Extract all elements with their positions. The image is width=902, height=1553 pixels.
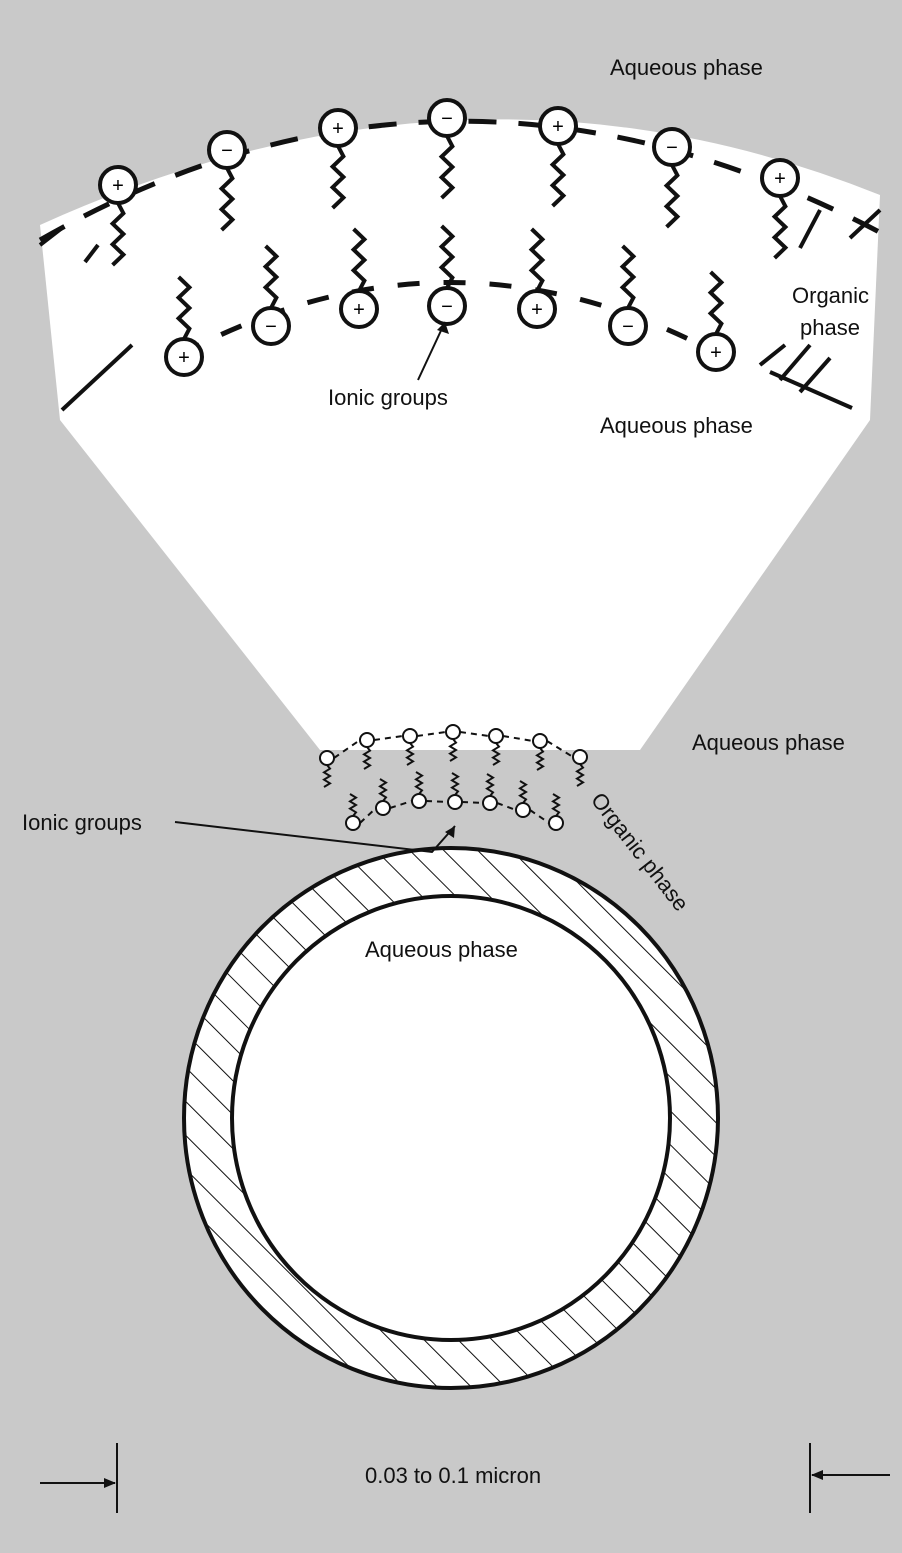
small-inner-lipid-1-tail (350, 794, 356, 816)
small-outer-lipid-6-head (533, 734, 547, 748)
inner-lipid-4-charge: − (441, 296, 453, 318)
small-inner-lipid-5-head (483, 796, 497, 810)
ionic-groups-left-label: Ionic groups (22, 810, 142, 835)
aqueous-center-label: Aqueous phase (365, 937, 518, 962)
small-inner-lipid-7-tail (553, 794, 559, 816)
small-outer-lipid-4-head (446, 725, 460, 739)
outer-lipid-4-charge: − (441, 108, 453, 130)
magnified-panel (40, 119, 880, 750)
aqueous-top-outer-label: Aqueous phase (610, 55, 763, 80)
small-inner-lipid-6-head (516, 803, 530, 817)
small-outer-lipid-7-tail (577, 764, 583, 786)
outer-lipid-5-charge: + (552, 116, 564, 138)
small-outer-lipid-2-tail (364, 747, 370, 769)
small-inner-lipid-4-tail (452, 773, 458, 795)
organic-top-label-1: Organic (792, 283, 869, 308)
small-outer-lipid-3-head (403, 729, 417, 743)
small-inner-link-3 (426, 801, 448, 802)
small-inner-lipid-3-tail (416, 772, 422, 794)
small-inner-link-5 (497, 803, 516, 810)
small-inner-lipid-5-tail (487, 774, 493, 796)
small-inner-lipid-1-head (346, 816, 360, 830)
small-inner-lipid-4-head (448, 795, 462, 809)
small-inner-lipid-6-tail (520, 781, 526, 803)
inner-lipid-2-charge: − (265, 316, 277, 338)
small-inner-link-1 (360, 808, 376, 823)
outer-lipid-7-charge: + (774, 168, 786, 190)
inner-lipid-1-charge: + (178, 347, 190, 369)
small-inner-lipid-row (346, 772, 563, 830)
small-inner-lipid-7-head (549, 816, 563, 830)
aqueous-right-label: Aqueous phase (692, 730, 845, 755)
outer-lipid-3-charge: + (332, 118, 344, 140)
scale-arrowhead-left (104, 1478, 116, 1488)
small-inner-link-4 (462, 802, 483, 803)
ionic-groups-left-pointer (175, 822, 455, 852)
small-outer-lipid-1-head (320, 751, 334, 765)
ionic-groups-top-label: Ionic groups (328, 385, 448, 410)
small-inner-link-6 (530, 810, 549, 823)
small-inner-link-2 (390, 801, 412, 808)
small-inner-lipid-3-head (412, 794, 426, 808)
aqueous-top-inner-label: Aqueous phase (600, 413, 753, 438)
vesicle-inner-edge (232, 896, 670, 1340)
inner-lipid-7-charge: + (710, 342, 722, 364)
scale-label: 0.03 to 0.1 micron (365, 1463, 541, 1488)
outer-lipid-1-charge: + (112, 175, 124, 197)
outer-lipid-6-charge: − (666, 137, 678, 159)
small-outer-lipid-7-head (573, 750, 587, 764)
inner-lipid-5-charge: + (531, 299, 543, 321)
small-outer-lipid-2-head (360, 733, 374, 747)
inner-lipid-3-charge: + (353, 299, 365, 321)
scale-arrowhead-right (811, 1470, 823, 1480)
small-inner-lipid-2-tail (380, 779, 386, 801)
inner-lipid-6-charge: − (622, 316, 634, 338)
small-outer-lipid-5-head (489, 729, 503, 743)
organic-top-label-2: phase (800, 315, 860, 340)
small-inner-lipid-2-head (376, 801, 390, 815)
small-outer-lipid-1-tail (324, 765, 330, 787)
small-outer-lipid-6-tail (537, 748, 543, 770)
outer-lipid-2-charge: − (221, 140, 233, 162)
